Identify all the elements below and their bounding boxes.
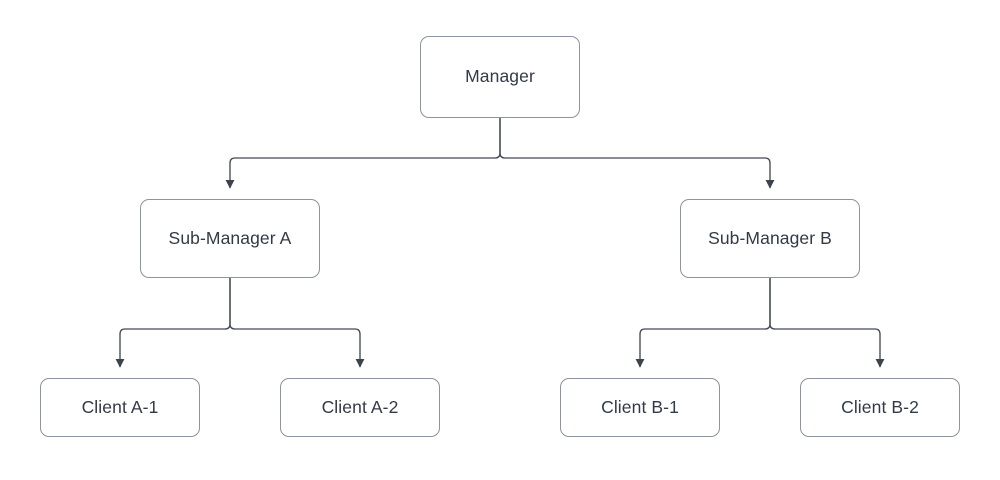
edge-sub-b-client-b-1 <box>635 278 771 368</box>
node-client-a-1[interactable]: Client A-1 <box>40 378 200 437</box>
edge-manager-sub-b <box>499 118 775 189</box>
node-manager-label: Manager <box>465 66 535 87</box>
node-sub-manager-b-label: Sub-Manager B <box>708 227 832 248</box>
edge-sub-a-client-a-2 <box>229 278 365 368</box>
node-sub-manager-a[interactable]: Sub-Manager A <box>140 199 320 278</box>
node-client-a-2-label: Client A-2 <box>321 396 399 417</box>
node-client-b-1[interactable]: Client B-1 <box>560 378 720 437</box>
node-client-a-1-label: Client A-1 <box>81 396 159 417</box>
node-client-a-2[interactable]: Client A-2 <box>280 378 440 437</box>
node-client-b-2[interactable]: Client B-2 <box>800 378 960 437</box>
node-sub-manager-a-label: Sub-Manager A <box>168 227 292 248</box>
edge-sub-a-client-a-1 <box>115 278 231 368</box>
node-client-b-2-label: Client B-2 <box>841 396 919 417</box>
node-manager[interactable]: Manager <box>420 36 580 118</box>
edge-manager-sub-a <box>225 118 501 189</box>
edge-sub-b-client-b-2 <box>769 278 885 368</box>
node-sub-manager-b[interactable]: Sub-Manager B <box>680 199 860 278</box>
node-client-b-1-label: Client B-1 <box>601 396 679 417</box>
